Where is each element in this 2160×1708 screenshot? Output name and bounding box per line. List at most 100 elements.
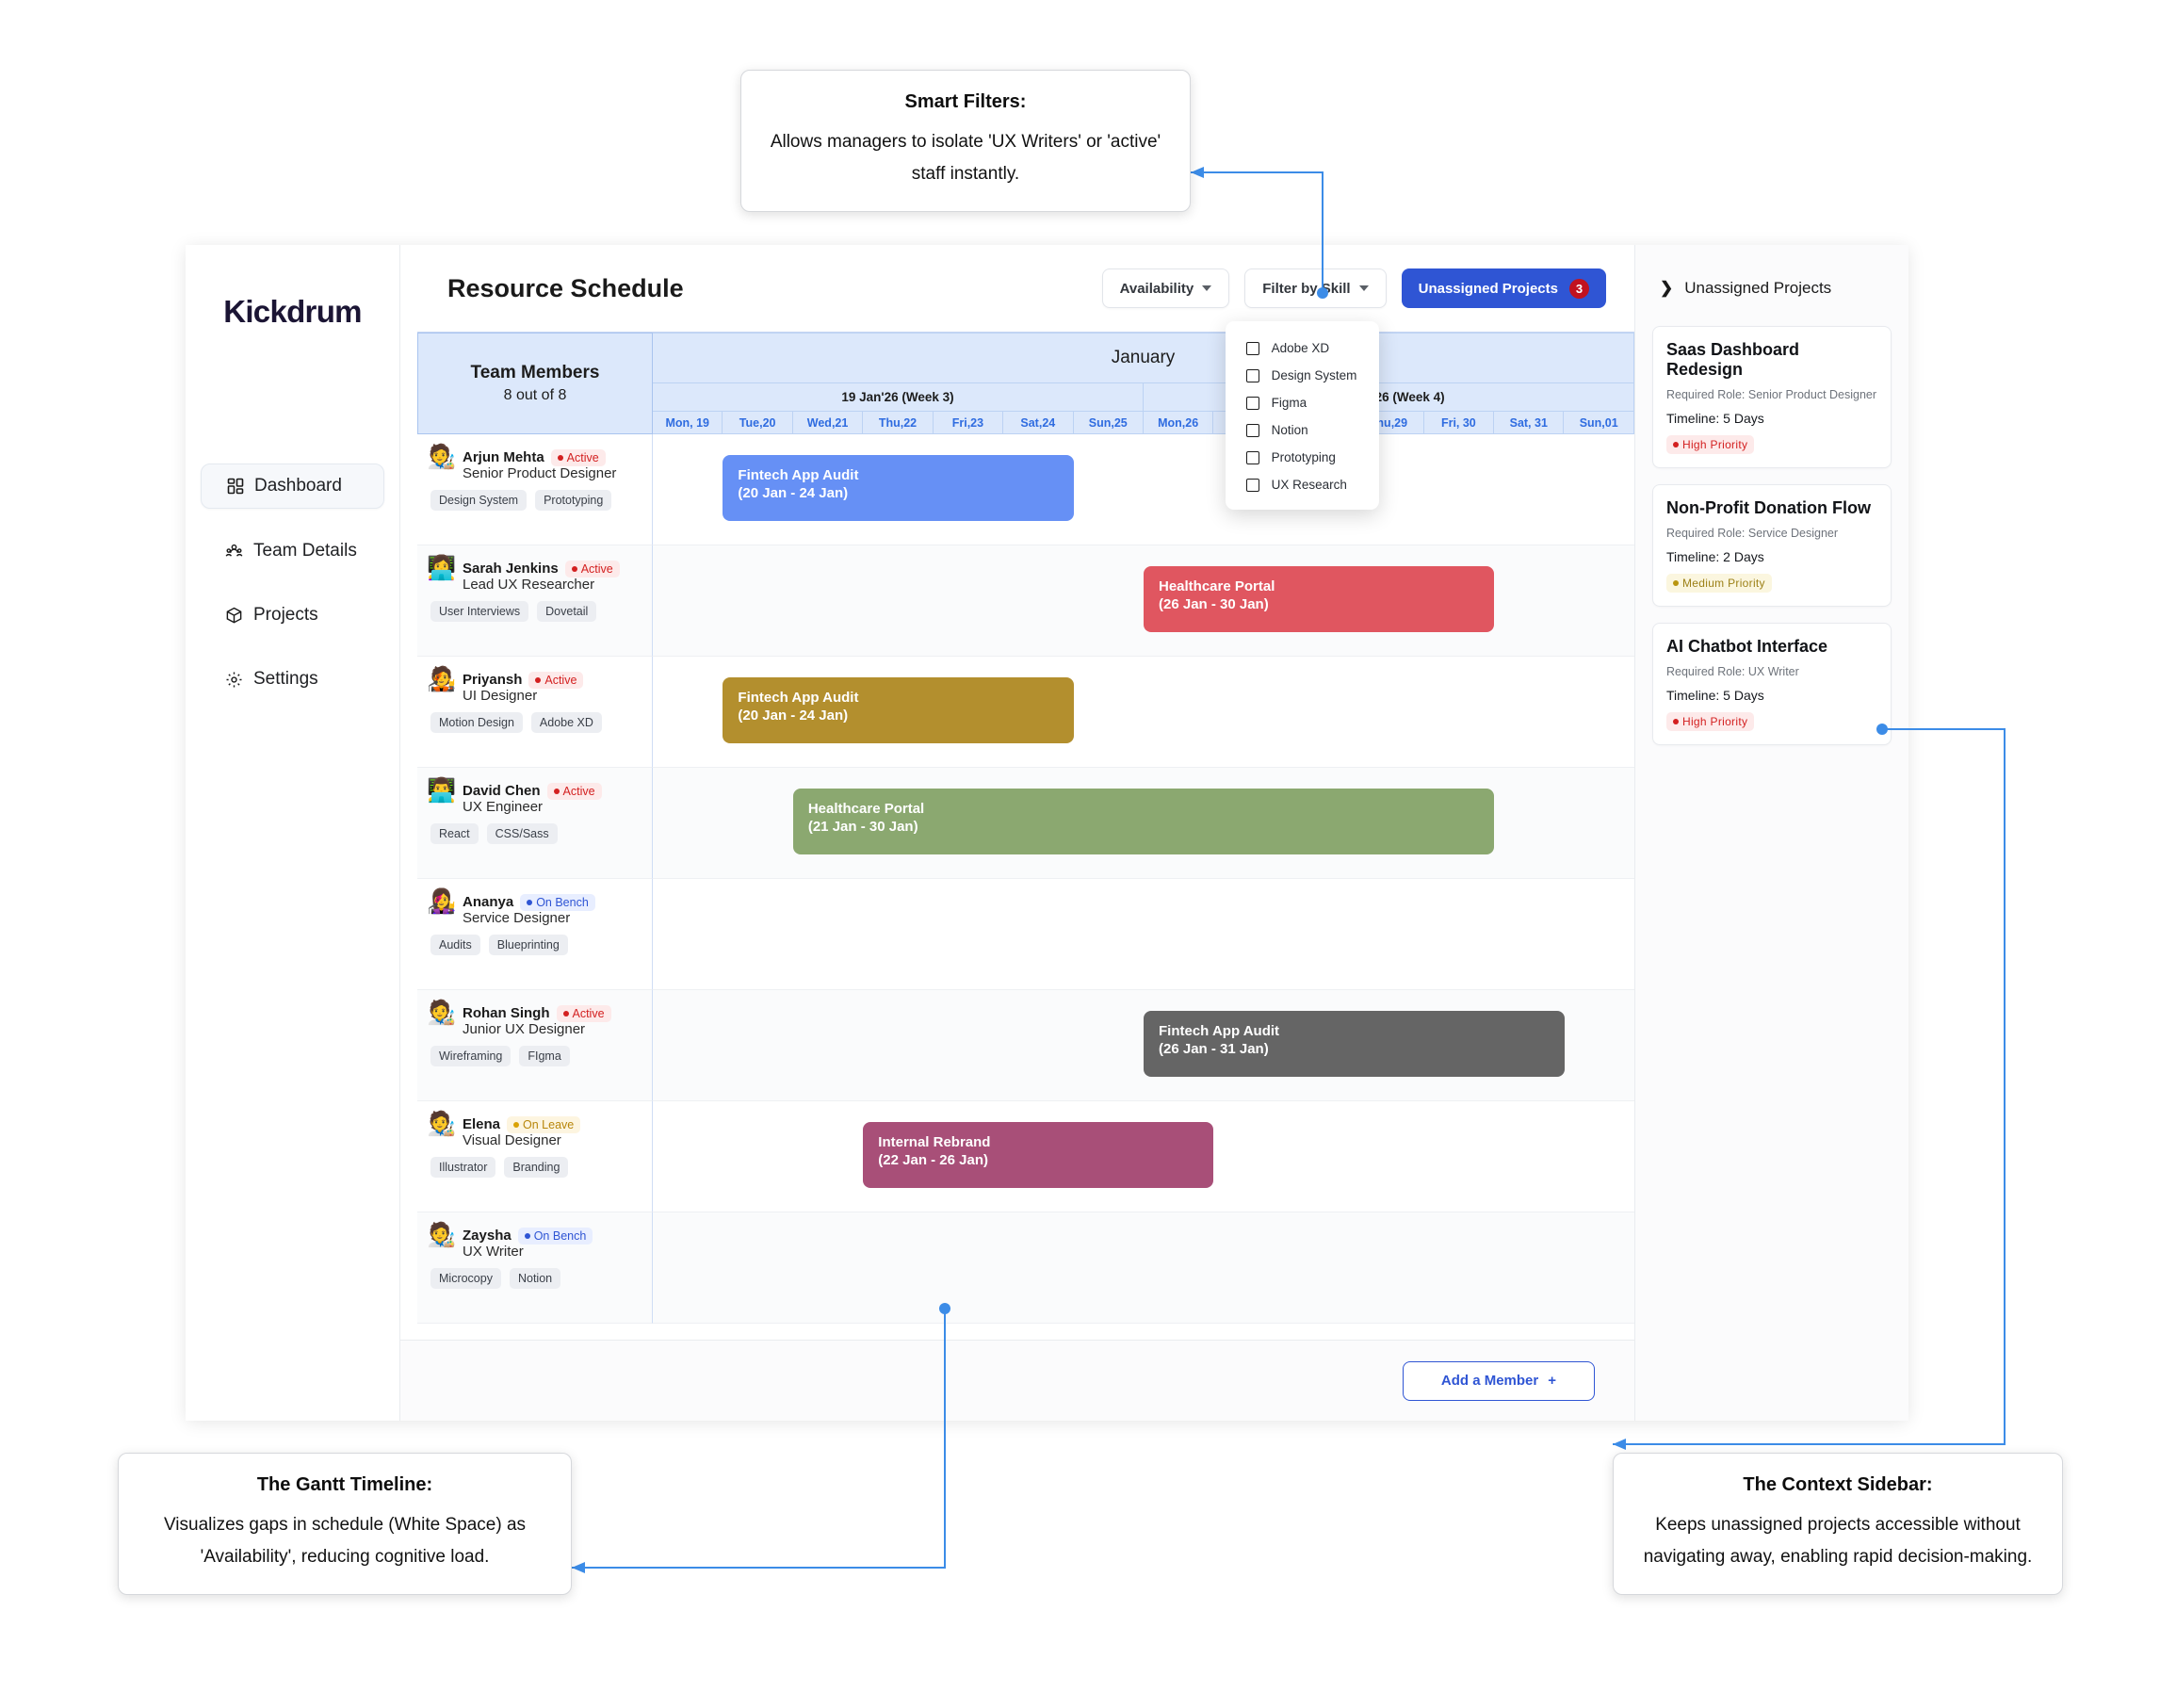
skill-tag: CSS/Sass [486, 823, 558, 844]
skill-option-label: Prototyping [1271, 450, 1336, 464]
skill-tag: React [430, 823, 479, 844]
skill-option-label: Adobe XD [1271, 341, 1330, 355]
timeline-row [653, 1212, 1634, 1324]
checkbox-icon[interactable] [1245, 423, 1259, 437]
day-header: Sun,01 [1564, 412, 1634, 434]
gantt-bar[interactable]: Fintech App Audit (26 Jan - 31 Jan) [1144, 1011, 1565, 1077]
checkbox-icon[interactable] [1245, 450, 1259, 464]
project-required-role: Required Role: UX Writer [1666, 665, 1799, 678]
member-role: Service Designer [463, 910, 571, 926]
unassigned-projects-label: Unassigned Projects [1418, 280, 1558, 297]
timeline-column: January 19 Jan'26 (Week 3)26 Jan'26 (Wee… [653, 333, 1634, 1324]
member-role: Junior UX Designer [463, 1021, 586, 1037]
callout-gantt-timeline: The Gantt Timeline: Visualizes gaps in s… [118, 1453, 572, 1595]
status-label: On Leave [523, 1117, 575, 1131]
avatar: 👨‍💻 [427, 777, 457, 804]
skill-tag: Adobe XD [530, 712, 602, 733]
gantt-bar-title: Internal Rebrand [878, 1134, 991, 1150]
gantt-bar-range: (26 Jan - 31 Jan) [1159, 1041, 1269, 1058]
availability-dropdown-button[interactable]: Availability [1101, 268, 1230, 308]
member-role: UX Engineer [463, 799, 544, 815]
checkbox-icon[interactable] [1245, 396, 1259, 410]
status-label: Active [562, 784, 595, 798]
chevron-right-icon: ❯ [1660, 279, 1674, 297]
sidebar-item-projects[interactable]: Projects [201, 594, 384, 637]
skill-option-label: Design System [1271, 368, 1357, 382]
week-header: 19 Jan'26 (Week 3) [653, 383, 1144, 412]
skill-option-prototyping[interactable]: Prototyping [1226, 444, 1379, 471]
member-name: Rohan Singh [463, 1005, 550, 1021]
day-header: Fri,23 [933, 412, 1004, 434]
status-dot-icon [557, 454, 563, 461]
availability-label: Availability [1119, 280, 1194, 297]
sidebar-item-settings[interactable]: Settings [201, 658, 384, 701]
sidebar-header[interactable]: ❯ Unassigned Projects [1652, 279, 1892, 298]
avatar: 🧑‍🎨 [427, 1000, 457, 1026]
avatar: 🧑‍🎨 [427, 1222, 457, 1248]
status-label: Active [544, 673, 577, 687]
timeline-row [653, 879, 1634, 990]
project-required-role: Required Role: Senior Product Designer [1666, 388, 1877, 401]
gantt-bar[interactable]: Fintech App Audit(20 Jan - 24 Jan) [723, 677, 1074, 743]
unassigned-projects-button[interactable]: Unassigned Projects 3 [1401, 268, 1606, 308]
status-dot-icon [524, 1232, 530, 1239]
sidebar-item-team-details[interactable]: Team Details [201, 529, 384, 573]
checkbox-icon[interactable] [1245, 478, 1259, 492]
day-header: Wed,21 [792, 412, 864, 434]
team-members-title: Team Members [470, 363, 600, 382]
gantt-bar-title: Fintech App Audit [1159, 1023, 1280, 1039]
timeline-row: Internal Rebrand(22 Jan - 26 Jan) [653, 1101, 1634, 1212]
filter-by-skill-button[interactable]: Filter by Skill [1244, 268, 1387, 308]
sidebar-item-label: Team Details [253, 541, 357, 561]
gantt-bar[interactable]: Healthcare Portal(26 Jan - 30 Jan) [1144, 566, 1495, 632]
sidebar-item-label: Projects [253, 605, 318, 625]
status-label: Active [566, 450, 599, 464]
skill-tag: Dovetail [537, 601, 597, 622]
gantt-bar[interactable]: Healthcare Portal(21 Jan - 30 Jan) [792, 789, 1495, 854]
checkbox-icon[interactable] [1245, 341, 1259, 355]
gantt-bar[interactable]: Fintech App Audit(20 Jan - 24 Jan) [723, 455, 1074, 521]
checkbox-icon[interactable] [1245, 368, 1259, 382]
context-sidebar: ❯ Unassigned Projects Saas Dashboard Red… [1635, 245, 1908, 1421]
member-role: Visual Designer [463, 1132, 561, 1148]
gantt-bar-range: (21 Jan - 30 Jan) [807, 819, 918, 836]
skill-option-ux-research[interactable]: UX Research [1226, 471, 1379, 498]
skill-tag: Prototyping [535, 490, 612, 511]
skill-option-design-system[interactable]: Design System [1226, 362, 1379, 389]
project-title: AI Chatbot Interface [1666, 637, 1828, 656]
status-dot-icon [535, 676, 542, 683]
skill-option-adobe-xd[interactable]: Adobe XD [1226, 334, 1379, 362]
add-member-button[interactable]: Add a Member + [1402, 1360, 1595, 1401]
member-name: Arjun Mehta [463, 449, 544, 465]
chevron-down-icon [1358, 285, 1369, 291]
avatar: 🧑‍🎨 [427, 444, 457, 470]
skill-option-figma[interactable]: Figma [1226, 389, 1379, 416]
skill-option-notion[interactable]: Notion [1226, 416, 1379, 444]
member-role: Senior Product Designer [463, 465, 617, 481]
timeline-week-row: 19 Jan'26 (Week 3)26 Jan'26 (Week 4) [653, 383, 1634, 412]
main-footer: Add a Member + [400, 1340, 1634, 1421]
member-name: Priyansh [463, 672, 523, 688]
skill-tag: Wireframing [430, 1046, 512, 1066]
skill-tag: FIgma [519, 1046, 570, 1066]
skill-tag: Branding [504, 1157, 569, 1178]
sidebar-item-dashboard[interactable]: Dashboard [201, 464, 384, 509]
gantt-bar[interactable]: Internal Rebrand(22 Jan - 26 Jan) [863, 1122, 1214, 1188]
